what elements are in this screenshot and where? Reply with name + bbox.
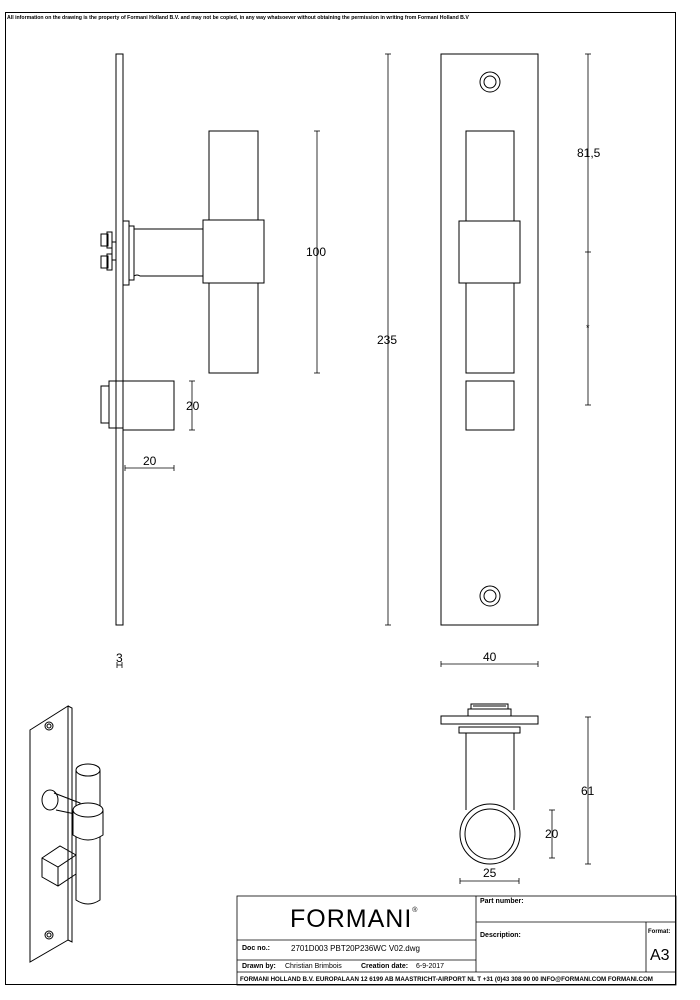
bottom-plate — [440, 715, 539, 725]
bottom-t-ring-outer — [459, 803, 521, 865]
format-label: Format: — [648, 929, 671, 935]
description-label: Description: — [480, 932, 521, 939]
title-block — [236, 895, 677, 986]
dim-3: 3 — [116, 651, 123, 665]
side-t-collar — [202, 219, 265, 284]
creation-date-value: 6-9-2017 — [416, 963, 445, 970]
doc-no-label: Doc no.: — [242, 945, 270, 952]
side-lock-cylinder — [100, 385, 110, 424]
side-view — [100, 53, 265, 626]
dim-25: 25 — [483, 866, 497, 880]
drawn-by-label: Drawn by: — [242, 963, 276, 970]
side-plate — [115, 53, 124, 626]
bottom-t-ring-inner — [464, 808, 516, 860]
dim-100: 100 — [306, 245, 327, 259]
formani-logo: FORMANI® — [290, 905, 419, 933]
bottom-rosette — [458, 726, 521, 734]
company-footer: FORMANI HOLLAND B.V. EUROPALAAN 12 6199 … — [240, 976, 653, 983]
iso-rosette — [41, 789, 59, 811]
iso-plate — [29, 705, 69, 963]
dimension-lines — [116, 53, 591, 884]
iso-collar — [72, 810, 104, 841]
creation-date-label: Creation date: — [361, 963, 409, 970]
part-number-label: Part number: — [480, 898, 524, 905]
front-plate — [440, 53, 539, 626]
copyright-notice: All information on the drawing is the pr… — [7, 15, 469, 21]
dim-235: 235 — [377, 333, 398, 347]
iso-t-bar — [75, 770, 101, 905]
isometric-view — [29, 705, 104, 963]
dim-star: * — [586, 323, 590, 333]
dim-20-width: 20 — [143, 454, 157, 468]
dim-81-5: 81,5 — [577, 146, 601, 160]
side-lock-knob — [122, 380, 175, 431]
drawn-by-value: Christian Brimbois — [285, 963, 342, 970]
iso-lock-knob — [41, 845, 77, 887]
front-t-collar — [458, 220, 521, 284]
doc-no-value: 2701D003 PBT20P236WC V02.dwg — [291, 944, 420, 953]
bottom-view — [440, 703, 539, 865]
side-rosette-inner — [128, 225, 135, 281]
front-view — [440, 53, 539, 626]
dim-20-ring: 20 — [545, 827, 559, 841]
side-screw-bottom — [100, 255, 109, 269]
side-spacer — [111, 241, 117, 261]
front-screw-hole-top — [479, 71, 501, 93]
side-nut-top — [106, 231, 113, 249]
front-lock-knob — [465, 380, 515, 431]
side-rosette — [122, 220, 130, 286]
dim-20-block: 20 — [186, 399, 200, 413]
dim-40: 40 — [483, 650, 497, 664]
bottom-nut — [467, 708, 512, 717]
format-value: A3 — [650, 947, 670, 964]
front-screw-hole-bottom — [479, 585, 501, 607]
side-screw-top — [100, 233, 109, 247]
drawing-frame — [5, 12, 676, 985]
side-nut-bottom — [106, 253, 113, 271]
dim-61: 61 — [581, 784, 595, 798]
